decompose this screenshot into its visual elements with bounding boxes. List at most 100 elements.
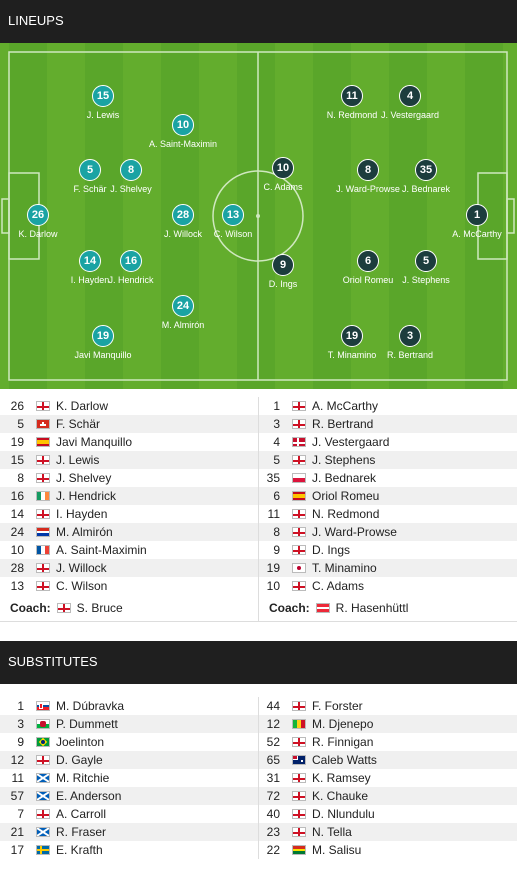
aus-flag-icon <box>292 755 306 765</box>
shirt-number: 11 <box>341 85 363 107</box>
shirt-number: 35 <box>266 471 280 485</box>
player-name: R. Finnigan <box>312 735 374 749</box>
player-name: M. Djenepo <box>312 717 374 731</box>
player-name: Caleb Watts <box>312 753 377 767</box>
player-name: K. Ramsey <box>312 771 371 785</box>
player-name: J. Hendrick <box>108 275 154 285</box>
esp-flag-icon <box>292 491 306 501</box>
shirt-number: 40 <box>266 807 280 821</box>
player-name: F. Schär <box>56 417 101 431</box>
eng-flag-icon <box>36 581 50 591</box>
shirt-number: 9 <box>17 735 24 749</box>
player-name: N. Tella <box>312 825 352 839</box>
away-player[interactable]: 40 D. Nlundulu <box>258 805 516 823</box>
away-player[interactable]: 52 R. Finnigan <box>258 733 516 751</box>
player-name: A. McCarthy <box>452 229 502 239</box>
irl-flag-icon <box>36 491 50 501</box>
par-flag-icon <box>36 527 50 537</box>
player-name: A. Saint-Maximin <box>148 139 218 149</box>
shirt-number: 17 <box>10 843 24 857</box>
player-name: D. Nlundulu <box>312 807 375 821</box>
sco-flag-icon <box>36 791 50 801</box>
player-name: I. Hayden <box>56 507 108 521</box>
lineups-title: LINEUPS <box>8 13 64 28</box>
player-name: M. Salisu <box>312 843 362 857</box>
bra-flag-icon <box>36 737 50 747</box>
home-coach[interactable]: Coach:S. Bruce <box>0 595 258 621</box>
player-name: J. Vestergaard <box>380 110 440 120</box>
shirt-number: 52 <box>266 735 280 749</box>
coach-name: R. Hasenhüttl <box>335 601 409 615</box>
eng-flag-icon <box>292 809 306 819</box>
shirt-number: 5 <box>79 159 101 181</box>
away-coach[interactable]: Coach:R. Hasenhüttl <box>258 595 516 621</box>
shirt-number: 15 <box>92 85 114 107</box>
substitutes-title: SUBSTITUTES <box>8 654 98 669</box>
player-name: A. Saint-Maximin <box>56 543 147 557</box>
